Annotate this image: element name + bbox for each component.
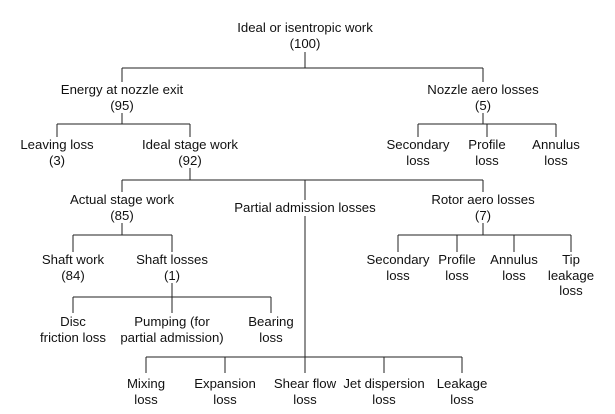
node-line1: Shear flow (273, 376, 337, 391)
node-rotor-secondary-loss: Secondary loss (365, 252, 431, 283)
node-nozzle-aero-losses: Nozzle aero losses (5) (426, 82, 540, 113)
node-shaft-work: Shaft work (84) (40, 252, 106, 283)
node-value: (5) (474, 97, 492, 113)
node-energy-at-nozzle-exit: Energy at nozzle exit (95) (59, 82, 185, 113)
node-line1: Profile (468, 137, 506, 152)
node-label: Energy at nozzle exit (60, 82, 184, 97)
node-disc-friction-loss: Disc friction loss (39, 314, 107, 345)
node-shaft-losses: Shaft losses (1) (135, 252, 209, 283)
node-value: (100) (289, 35, 321, 51)
node-line2: loss (445, 267, 469, 283)
node-value: (84) (61, 267, 85, 283)
node-line2: loss (293, 391, 317, 407)
node-leaving-loss: Leaving loss (3) (19, 137, 95, 168)
node-nozzle-annulus-loss: Annulus loss (531, 137, 581, 168)
node-label: Nozzle aero losses (427, 82, 539, 97)
node-line2: loss (372, 391, 396, 407)
node-line2: friction loss (40, 329, 106, 345)
node-rotor-tip-leakage-loss: Tip leakage loss (546, 252, 596, 299)
node-rotor-annulus-loss: Annulus loss (489, 252, 539, 283)
node-jet-dispersion-loss: Jet dispersion loss (342, 376, 426, 407)
node-line1: Profile (438, 252, 476, 267)
node-ideal-stage-work: Ideal stage work (92) (140, 137, 240, 168)
node-pumping-loss: Pumping (for partial admission) (119, 314, 225, 345)
node-line2: loss (544, 152, 568, 168)
node-label: Actual stage work (69, 192, 175, 207)
node-expansion-loss: Expansion loss (193, 376, 257, 407)
node-line2: loss (213, 391, 237, 407)
node-label: Ideal or isentropic work (237, 20, 373, 35)
node-label: Leaving loss (20, 137, 94, 152)
node-actual-stage-work: Actual stage work (85) (68, 192, 176, 223)
node-line2: loss (475, 152, 499, 168)
node-value: (7) (474, 207, 492, 223)
node-label: Shaft work (41, 252, 105, 267)
node-line1: Mixing (126, 376, 166, 391)
node-value: (1) (163, 267, 181, 283)
node-line1: Jet dispersion (343, 376, 425, 391)
node-line2: partial admission) (120, 329, 224, 345)
node-partial-admission-losses: Partial admission losses (233, 200, 377, 216)
node-ideal-isentropic-work: Ideal or isentropic work (100) (236, 20, 374, 51)
node-line1: Annulus (532, 137, 580, 152)
node-line2: loss (406, 152, 430, 168)
node-label: Partial admission losses (234, 200, 376, 215)
node-rotor-aero-losses: Rotor aero losses (7) (430, 192, 536, 223)
node-line2: loss (134, 391, 158, 407)
node-rotor-profile-loss: Profile loss (437, 252, 477, 283)
node-line3: loss (559, 283, 583, 298)
node-line1: Annulus (490, 252, 538, 267)
node-label: Shaft losses (136, 252, 208, 267)
node-line1: Bearing (248, 314, 294, 329)
node-line2: loss (386, 267, 410, 283)
node-value: (3) (48, 152, 66, 168)
node-line1: Tip (562, 252, 580, 267)
node-leakage-loss: Leakage loss (435, 376, 489, 407)
node-label: Ideal stage work (141, 137, 239, 152)
node-line1: Secondary (386, 137, 450, 152)
node-line2: loss (502, 267, 526, 283)
node-label: Rotor aero losses (431, 192, 535, 207)
node-value: (85) (110, 207, 134, 223)
node-line1: Disc (60, 314, 86, 329)
node-line1: Expansion (194, 376, 256, 391)
node-nozzle-secondary-loss: Secondary loss (385, 137, 451, 168)
node-value: (95) (110, 97, 134, 113)
node-line2: loss (259, 329, 283, 345)
node-shear-flow-loss: Shear flow loss (272, 376, 338, 407)
node-line1: Leakage (436, 376, 488, 391)
node-value: (92) (178, 152, 202, 168)
node-bearing-loss: Bearing loss (247, 314, 295, 345)
node-line1: Secondary (366, 252, 430, 267)
node-line1: Pumping (for (134, 314, 210, 329)
node-line2: loss (450, 391, 474, 407)
node-mixing-loss: Mixing loss (125, 376, 167, 407)
node-nozzle-profile-loss: Profile loss (467, 137, 507, 168)
node-line2: leakage (547, 267, 595, 283)
